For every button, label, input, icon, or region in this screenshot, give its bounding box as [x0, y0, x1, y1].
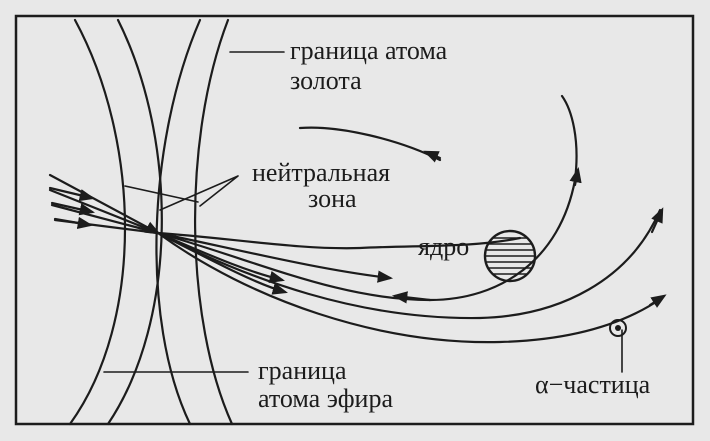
- neutral-zone-label-1: нейтральная: [252, 158, 391, 187]
- alpha-particle-core: [615, 325, 621, 331]
- nucleus-label: ядро: [418, 232, 470, 261]
- ether-boundary-label-2: атома эфира: [258, 384, 394, 413]
- top-return-arrow: [423, 150, 442, 163]
- trajectory-right-1: [156, 208, 662, 320]
- frame-border: [14, 14, 695, 426]
- trajectory-right-2-arrow: [648, 294, 667, 308]
- incoming-ray-2: [48, 188, 160, 235]
- incoming-ray-3: [50, 203, 160, 235]
- loop-arrow: [569, 166, 582, 187]
- incoming-arrow-a: [48, 186, 95, 202]
- neutral-zone-label-2: зона: [308, 184, 357, 213]
- alpha-particle-outer: [609, 319, 627, 337]
- gold-boundary-label-1: граница атома: [290, 36, 448, 65]
- gold-boundary-label-2: золота: [290, 66, 362, 95]
- trajectory-arrow-2: [156, 231, 288, 295]
- trajectory-arrow-3: [156, 231, 285, 283]
- top-return-curve: [298, 126, 442, 162]
- loop-return-arrow: [391, 291, 432, 304]
- trajectory-loop: [156, 94, 578, 302]
- alpha-particle-label: α−частица: [535, 370, 651, 399]
- trajectory-upper-short: [156, 231, 522, 250]
- nucleus-hatching: [485, 237, 535, 275]
- neutral-zone-span: [124, 185, 199, 203]
- trajectory-arrow-1: [156, 231, 394, 283]
- incoming-arrow-c: [53, 216, 94, 229]
- ether-boundary-curve: [106, 18, 163, 426]
- boundary-curve-3: [155, 18, 202, 426]
- gold-boundary-curve: [193, 18, 234, 426]
- incoming-arrow-b: [50, 201, 96, 216]
- incoming-ray-1: [48, 173, 161, 235]
- ether-boundary-label-1: граница: [258, 356, 347, 385]
- trajectory-right-1-arrow: [650, 207, 664, 234]
- neutral-zone-leader: [159, 175, 239, 211]
- trajectory-right-2: [156, 231, 664, 344]
